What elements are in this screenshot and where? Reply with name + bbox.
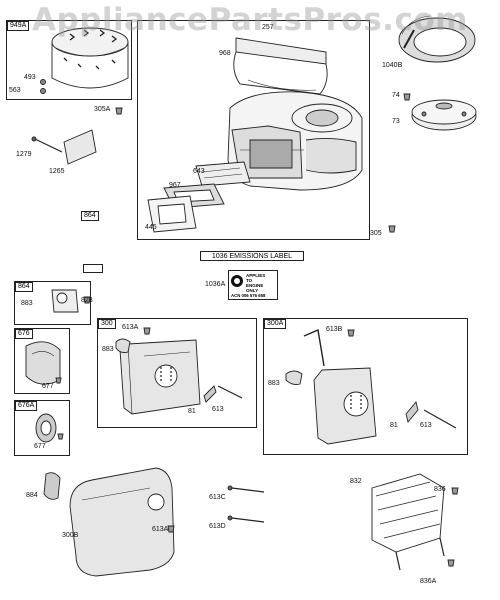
callout-493: 493 [24, 74, 36, 81]
callout-73: 73 [392, 118, 400, 125]
callout-968: 968 [219, 50, 231, 57]
callout-257: 257 [262, 24, 274, 31]
sticker-line3: ENGINE [246, 283, 264, 288]
callout-643: 643 [193, 168, 205, 175]
callout-884: 884 [26, 492, 38, 499]
callout-300b: 300B [62, 532, 79, 539]
exhaust-deflector-box [14, 328, 70, 394]
callout-1265: 1265 [49, 168, 65, 175]
callout-613-muffler: 613 [212, 406, 224, 413]
callout-563: 563 [9, 87, 21, 94]
muffler-300-drawing [119, 339, 201, 415]
callout-81-muffler: 81 [188, 408, 196, 415]
callout-883-muffler-300a: 883 [268, 380, 280, 387]
tag-300a: 300A [264, 319, 287, 329]
callout-81-muffler-300a: 81 [390, 422, 398, 429]
spark-arrestor-box [14, 400, 70, 456]
sticker-line1: APPLIES [246, 273, 266, 278]
guard-832-drawing [371, 473, 445, 571]
tag-864-top: 864 [81, 211, 99, 221]
callout-305a: 305A [94, 106, 111, 113]
cap-73-drawing [411, 99, 477, 131]
muffler-guard-kit-box [14, 281, 91, 325]
sticker-text: APPLIES TO ENGINE ONLY [246, 273, 265, 293]
c-logo-icon [231, 275, 243, 287]
callout-613c: 613C [209, 494, 226, 501]
callout-613a-muffler: 613A [122, 324, 139, 331]
callout-677-arrestor: 677 [34, 443, 46, 450]
callout-445: 445 [145, 224, 157, 231]
tag-676: 676 [15, 329, 33, 339]
callout-305: 305 [370, 230, 382, 237]
empty-tag [83, 264, 103, 273]
callout-613d: 613D [209, 523, 226, 530]
callout-836: 836 [434, 486, 446, 493]
callout-823: 823 [81, 297, 93, 304]
callout-1279: 1279 [16, 151, 32, 158]
air-cleaner-kit-box [6, 20, 132, 100]
callout-836a: 836A [420, 578, 437, 585]
callout-832: 832 [350, 478, 362, 485]
tag-676a: 676A [15, 401, 38, 411]
callout-613a-300b: 613A [152, 526, 169, 533]
callout-74: 74 [392, 92, 400, 99]
sticker-line4: ONLY [246, 288, 259, 293]
tag-949a: 949A [7, 21, 30, 31]
muffler-300-box [97, 318, 257, 428]
emissions-sticker: APPLIES TO ENGINE ONLY ACN 006 576 658 [228, 270, 278, 300]
sticker-line2: TO [246, 278, 253, 283]
callout-677-deflector: 677 [42, 383, 54, 390]
tag-864: 864 [15, 282, 33, 292]
blower-housing-box [137, 20, 370, 240]
callout-1040b: 1040B [382, 62, 403, 69]
tag-300: 300 [98, 319, 116, 329]
emissions-label-title: 1036 EMISSIONS LABEL [200, 251, 304, 261]
callout-883-muffler: 883 [102, 346, 114, 353]
callout-613-muffler-300a: 613 [420, 422, 432, 429]
blower-cover-drawing [233, 37, 328, 95]
callout-967: 967 [169, 182, 181, 189]
callout-883-guard: 883 [21, 300, 33, 307]
muffler-300a-drawing [303, 329, 377, 445]
callout-613b: 613B [326, 326, 343, 333]
muffler-300b-drawing [69, 467, 175, 577]
sticker-code: ACN 006 576 658 [231, 293, 266, 298]
rotating-screen-drawing [398, 15, 476, 63]
blower-housing-drawing [227, 91, 363, 191]
muffler-300a-box [263, 318, 468, 455]
callout-1036a: 1036A [205, 281, 226, 288]
air-cleaner-cover-drawing [51, 27, 129, 89]
